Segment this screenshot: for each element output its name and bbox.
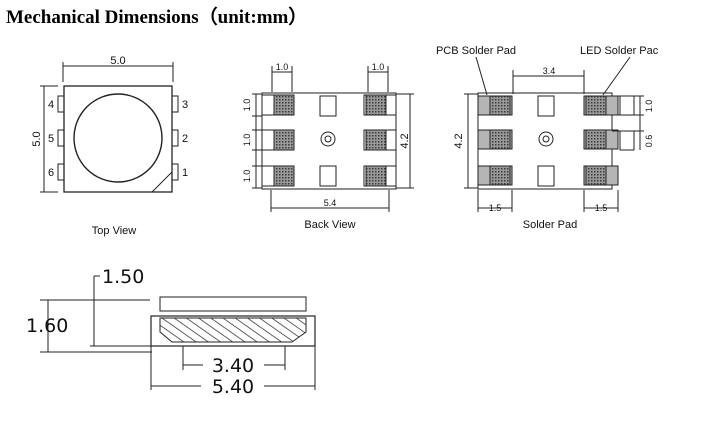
solder-gap-label: 3.4 xyxy=(543,66,556,76)
pin-label-5: 5 xyxy=(48,133,54,145)
page-title: Mechanical Dimensions（unit:mm） xyxy=(6,7,308,28)
pin-label-6: 6 xyxy=(48,167,54,179)
inner-width-label: 3.40 xyxy=(212,355,254,377)
top-view-caption: Top View xyxy=(92,225,136,237)
back-pitch-label-2: 1.0 xyxy=(242,134,252,147)
solder-pad-length-right-label: 1.5 xyxy=(595,203,608,213)
pin-label-1: 1 xyxy=(182,167,188,179)
back-pad-width-right-label: 1.0 xyxy=(372,62,385,72)
pin-label-3: 3 xyxy=(182,99,188,111)
solder-pad-view xyxy=(464,56,644,212)
solder-pad-caption: Solder Pad xyxy=(523,219,577,231)
outer-width-label: 5.40 xyxy=(212,376,254,398)
lens-height-label: 1.50 xyxy=(102,266,144,288)
back-width-label: 5.4 xyxy=(324,198,337,208)
back-view xyxy=(252,66,414,212)
back-pitch-label-1: 1.0 xyxy=(242,99,252,112)
pcb-solder-pad-label: PCB Solder Pad xyxy=(436,45,516,57)
led-solder-pad-label: LED Solder Pac xyxy=(580,45,659,57)
pin-label-2: 2 xyxy=(182,133,188,145)
total-height-label: 1.60 xyxy=(26,315,68,337)
top-view-height-label: 5.0 xyxy=(31,131,43,146)
solder-pad-spacing-label: 0.6 xyxy=(644,135,654,148)
pin-label-4: 4 xyxy=(48,99,54,111)
top-view xyxy=(40,62,179,193)
side-view xyxy=(40,275,316,390)
solder-pad-height-label: 1.0 xyxy=(644,100,654,113)
solder-height-label: 4.2 xyxy=(453,133,465,148)
top-view-width-label: 5.0 xyxy=(110,55,125,67)
back-height-label: 4.2 xyxy=(399,133,411,148)
back-pitch-label-3: 1.0 xyxy=(242,170,252,183)
back-pad-width-left-label: 1.0 xyxy=(276,62,289,72)
solder-pad-length-left-label: 1.5 xyxy=(489,203,502,213)
back-view-caption: Back View xyxy=(304,219,355,231)
